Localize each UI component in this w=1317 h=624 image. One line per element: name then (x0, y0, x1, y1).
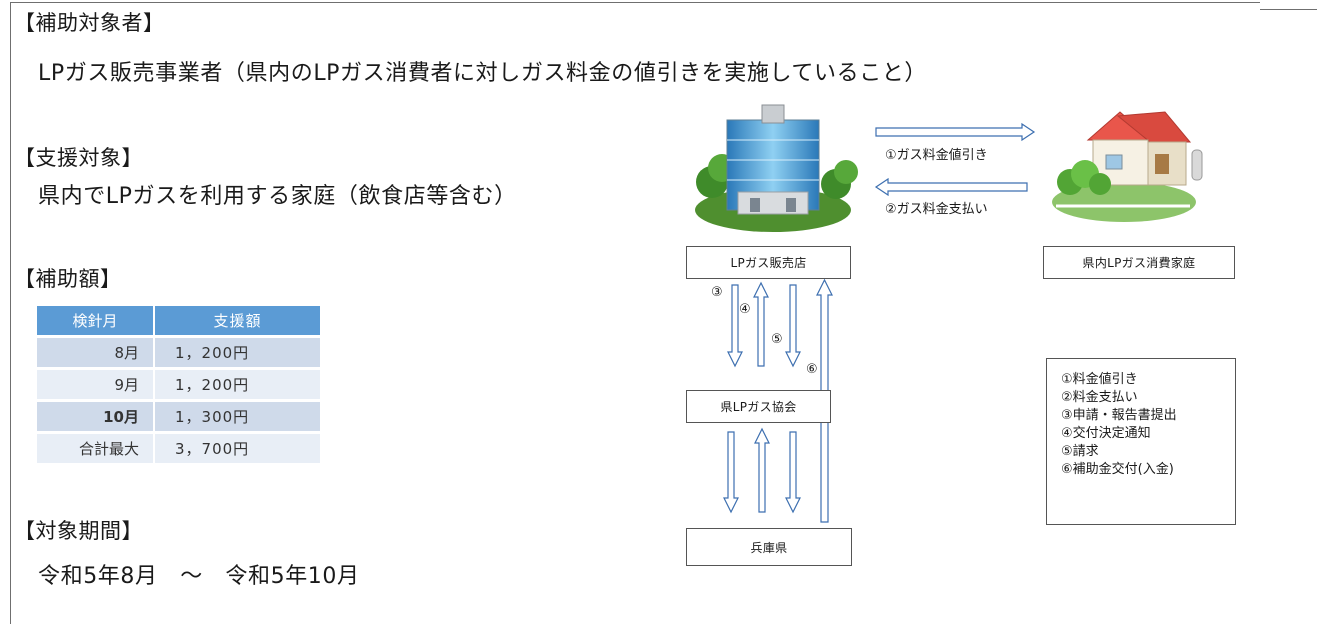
step-4-marker: ④ (739, 302, 751, 317)
frame-top-border (10, 2, 1260, 3)
month-cell: 9月 (37, 370, 155, 399)
subsidy-amount-table: 検針月 支援額 8月 1，200円 9月 1，200円 10月 1，300円 合… (37, 303, 320, 466)
target-heading: 【補助対象者】 (14, 11, 165, 35)
month-cell: 8月 (37, 338, 155, 367)
amount-cell: 1，200円 (155, 338, 320, 367)
legend-item: ①料金値引き (1061, 372, 1138, 387)
arrow-5-down (785, 284, 801, 368)
arrow-3-down (727, 284, 743, 368)
arrow-discount (875, 122, 1036, 142)
legend-box: ①料金値引き ②料金支払い ③申請・報告書提出 ④交付決定通知 ⑤請求 ⑥補助金… (1046, 358, 1236, 525)
arrow-assoc-pref-down-1 (723, 431, 739, 514)
step-6-marker: ⑥ (806, 362, 818, 377)
step-5-marker: ⑤ (771, 332, 783, 347)
period-text: 令和5年8月 ～ 令和5年10月 (38, 564, 360, 589)
arrow-assoc-pref-down-2 (785, 431, 801, 514)
amount-cell: 3，700円 (155, 434, 320, 463)
arrow-discount-label: ①ガス料金値引き (885, 148, 988, 163)
amount-cell: 1，200円 (155, 370, 320, 399)
header-month: 検針月 (37, 306, 155, 335)
legend-item: ④交付決定通知 (1061, 426, 1151, 441)
legend-item: ⑤請求 (1061, 444, 1099, 459)
arrow-4-up (753, 281, 769, 367)
arrow-payment (874, 177, 1028, 197)
amount-heading: 【補助額】 (14, 267, 122, 291)
lp-gas-shop-box: LPガス販売店 (686, 246, 851, 279)
support-text: 県内でLPガスを利用する家庭（飲食店等含む） (38, 184, 517, 209)
target-text: LPガス販売事業者（県内のLPガス消費者に対しガス料金の値引きを実施していること… (38, 61, 927, 86)
header-amount: 支援額 (155, 306, 320, 335)
arrow-payment-label: ②ガス料金支払い (885, 202, 988, 217)
table-row: 8月 1，200円 (37, 338, 320, 367)
lp-gas-association-box: 県LPガス協会 (686, 390, 831, 423)
support-heading: 【支援対象】 (14, 146, 143, 170)
month-cell: 合計最大 (37, 434, 155, 463)
house-icon (1052, 111, 1203, 222)
hyogo-prefecture-box: 兵庫県 (686, 528, 852, 566)
table-row: 9月 1，200円 (37, 370, 320, 399)
frame-top-border-right (1260, 9, 1317, 10)
step-3-marker: ③ (711, 285, 723, 300)
table-row: 合計最大 3，700円 (37, 434, 320, 463)
consumer-household-box: 県内LPガス消費家庭 (1043, 246, 1235, 279)
legend-item: ⑥補助金交付(入金) (1061, 462, 1174, 477)
month-cell: 10月 (37, 402, 155, 431)
frame-left-border (10, 2, 11, 624)
period-heading: 【対象期間】 (14, 519, 143, 543)
arrow-assoc-pref-up (754, 427, 770, 513)
office-building-icon (695, 104, 858, 232)
legend-item: ②料金支払い (1061, 390, 1138, 405)
table-row: 10月 1，300円 (37, 402, 320, 431)
legend-item: ③申請・報告書提出 (1061, 408, 1177, 423)
table-header-row: 検針月 支援額 (37, 306, 320, 335)
amount-cell: 1，300円 (155, 402, 320, 431)
